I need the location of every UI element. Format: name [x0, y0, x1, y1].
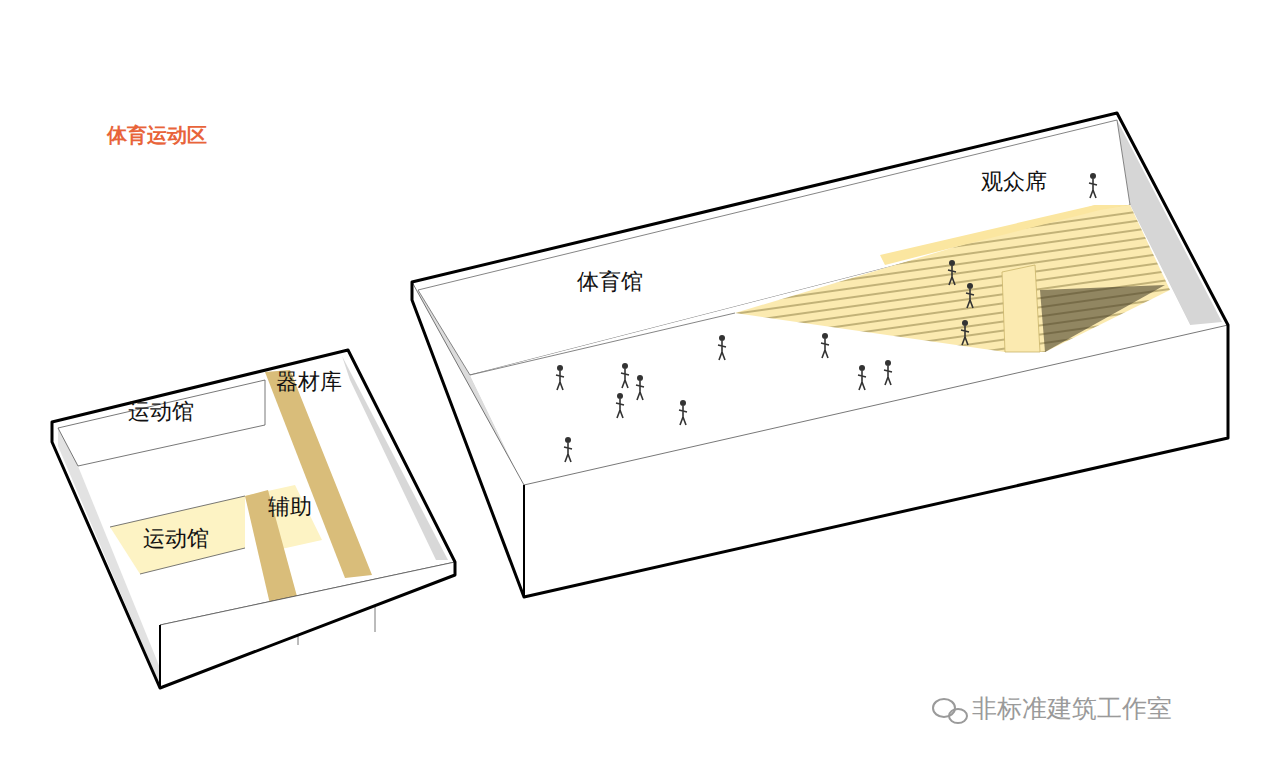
people-figures [556, 173, 1097, 462]
room-label: 运动馆 [128, 400, 194, 424]
room-label: 体育馆 [577, 270, 643, 294]
sports-hall-block [52, 350, 455, 688]
diagram-title: 体育运动区 [107, 124, 207, 146]
room-label: 器材库 [276, 370, 342, 394]
room-label: 辅助 [268, 495, 312, 519]
watermark: 非标准建筑工作室 [972, 695, 1172, 723]
room-label: 观众席 [981, 170, 1047, 194]
gymnasium-block [412, 113, 1228, 597]
wechat-icon [933, 699, 967, 723]
room-label: 运动馆 [143, 527, 209, 551]
